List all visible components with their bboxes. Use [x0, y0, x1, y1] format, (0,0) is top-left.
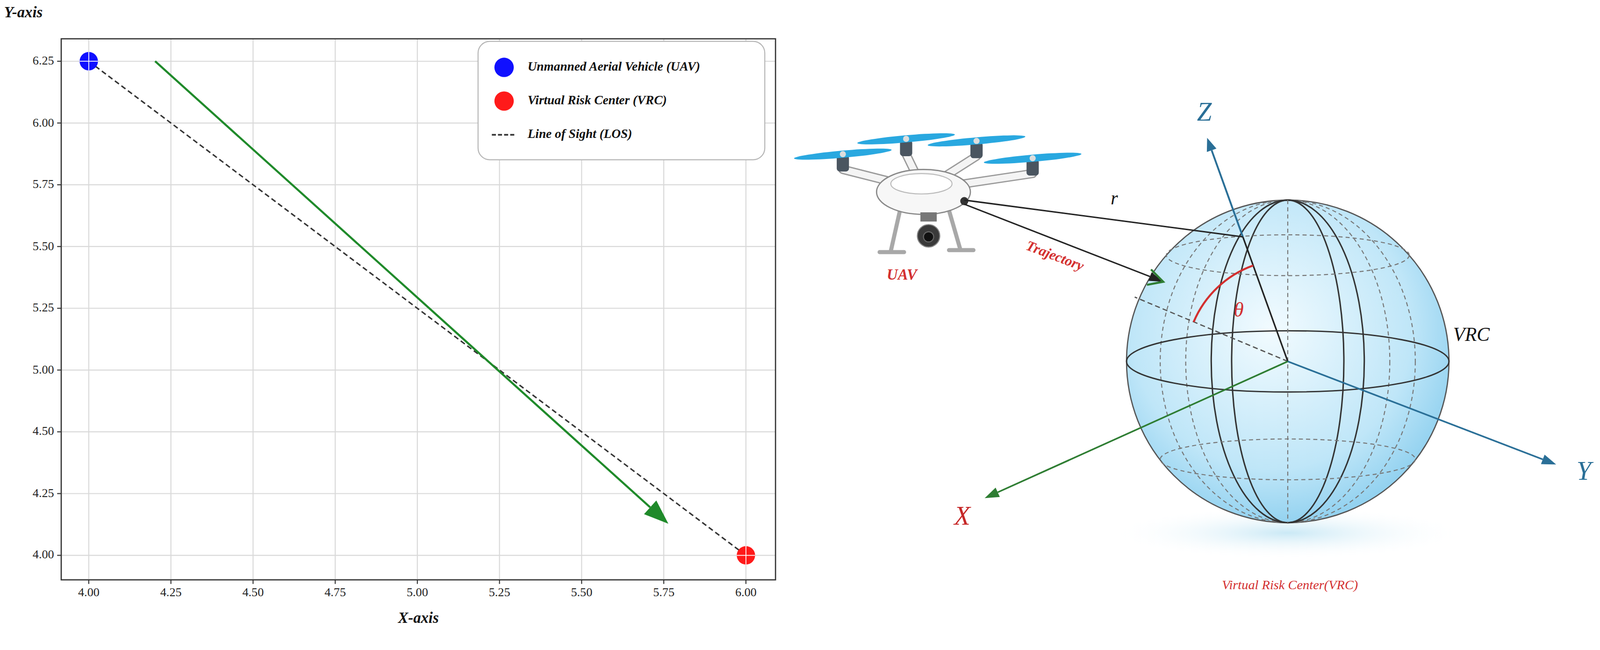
plot-area	[61, 38, 776, 580]
distance-label: r	[1110, 187, 1118, 209]
axis-letter: Y	[1576, 456, 1592, 487]
sphere-latitude	[1166, 234, 1410, 276]
tick-label: 6.00	[32, 115, 55, 130]
plot-frame	[61, 38, 776, 580]
tick-label: 5.00	[406, 585, 429, 600]
axis-title: Y-axis	[4, 4, 44, 22]
sphere-meridian	[1231, 200, 1344, 523]
tick-label: 4.50	[32, 424, 55, 439]
chart-panel	[57, 38, 776, 584]
drone-leg	[890, 210, 961, 252]
grid-line	[61, 492, 776, 494]
tick-label: 5.75	[652, 585, 675, 600]
legend-swatch	[490, 54, 518, 79]
tick-label: 5.50	[570, 585, 593, 600]
tick-label: 5.75	[32, 177, 55, 192]
tick-label: 5.25	[32, 301, 55, 316]
grid-line	[334, 38, 336, 580]
legend-entry: Line of Sight (LOS)	[490, 117, 753, 151]
reference-line	[1134, 296, 1288, 362]
angle-label: θ	[1233, 297, 1244, 321]
drone-lens	[923, 231, 934, 243]
x-axis-shaft	[997, 361, 1288, 493]
drone-hub	[973, 137, 980, 144]
theta-arc	[1193, 265, 1254, 323]
grid-line	[61, 369, 776, 371]
drone-camera	[917, 224, 940, 247]
drone-body	[876, 169, 971, 215]
x-axis-head	[984, 487, 1000, 499]
legend-swatch	[490, 88, 518, 113]
trajectory-arrow-shaft	[155, 61, 651, 508]
drone-icon	[793, 130, 1082, 252]
grid-line	[252, 38, 254, 580]
axis-letter: Z	[1197, 96, 1213, 128]
swatch-dot	[494, 90, 514, 110]
risk-sphere	[1126, 200, 1450, 523]
drone-label: UAV	[886, 265, 918, 284]
tick-label: 6.25	[32, 54, 55, 69]
vrc-point-cross	[736, 545, 755, 565]
legend-line-sample	[490, 121, 518, 147]
illustration-panel	[793, 130, 1557, 560]
tick-label: 5.00	[32, 362, 55, 377]
grid-line	[61, 554, 776, 556]
tick-label: 4.00	[78, 585, 100, 600]
swatch-dot	[494, 57, 514, 77]
trajectory-line-shaft	[964, 204, 1150, 277]
drone-hub	[839, 150, 847, 158]
y-axis-shaft	[1287, 361, 1543, 460]
tick-label: 5.25	[488, 585, 511, 600]
tick-label: 5.50	[32, 239, 55, 254]
drone-propeller	[927, 133, 1026, 149]
grid-line	[61, 184, 776, 186]
grid-line	[170, 38, 172, 580]
tick-label: 4.25	[160, 585, 182, 600]
legend-text: Unmanned Aerial Vehicle (UAV)	[527, 59, 701, 75]
tick-label: 4.25	[32, 486, 55, 501]
z-axis-shaft	[1211, 150, 1243, 237]
grid-line	[61, 430, 776, 432]
drone-propeller	[983, 150, 1082, 166]
distance-line	[964, 200, 1243, 237]
z-axis-head	[1206, 137, 1217, 152]
y-axis-head	[1541, 454, 1557, 465]
drone-propeller	[793, 146, 892, 162]
drone-top	[890, 173, 953, 194]
drone-hub	[903, 135, 910, 142]
sphere-label: VRC	[1453, 323, 1490, 346]
tick-label: 4.00	[32, 547, 55, 562]
grid-line	[61, 245, 776, 247]
sphere-meridian	[1160, 200, 1416, 523]
tick-label: 4.75	[324, 585, 346, 600]
axis-letter: X	[954, 501, 971, 532]
sphere-meridian	[1185, 200, 1391, 523]
tick-label: 6.00	[735, 585, 757, 600]
trajectory-tip	[1147, 269, 1164, 285]
legend-text: Virtual Risk Center (VRC)	[527, 93, 668, 109]
trajectory-label: Trajectory	[1023, 237, 1086, 275]
drone-hub	[1029, 155, 1036, 162]
radial-line	[1242, 236, 1288, 361]
legend-entry: Unmanned Aerial Vehicle (UAV)	[490, 50, 753, 84]
trajectory-arrow-head	[644, 500, 669, 524]
sphere-caption: Virtual Risk Center(VRC)	[1221, 577, 1358, 593]
legend-box: Unmanned Aerial Vehicle (UAV) Virtual Ris…	[477, 40, 766, 160]
legend-entry: Virtual Risk Center (VRC)	[490, 83, 753, 118]
drone-gimbal	[920, 212, 937, 222]
swatch-line	[491, 133, 517, 135]
vrc-point	[736, 545, 755, 565]
uav-point	[79, 51, 98, 71]
axis-title: X-axis	[397, 609, 439, 627]
uav-point-cross	[79, 51, 98, 71]
grid-line	[88, 38, 90, 580]
tick-label: 4.50	[242, 585, 264, 600]
drone-skid	[879, 250, 974, 252]
legend-text: Line of Sight (LOS)	[527, 126, 633, 143]
